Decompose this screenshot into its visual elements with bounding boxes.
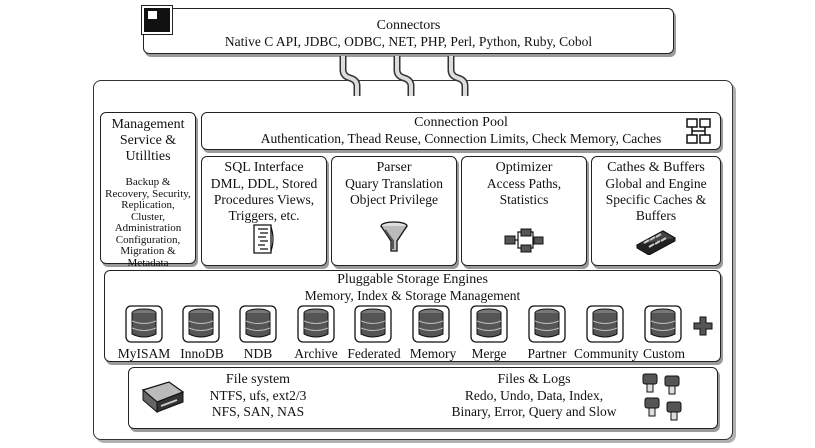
sql-interface-line: Triggers, etc. bbox=[228, 208, 300, 223]
parser-line: Quary Translation bbox=[345, 176, 443, 191]
engine-label-ndb: NDB bbox=[243, 346, 273, 361]
connectors-logo-icon bbox=[141, 5, 173, 35]
file-system-title: File system bbox=[225, 372, 291, 387]
management-item: Replication, bbox=[121, 199, 175, 211]
database-cylinder-icon bbox=[353, 304, 393, 344]
flowchart-icon bbox=[504, 228, 544, 253]
storage-engines-title: Pluggable Storage Engines bbox=[337, 272, 488, 287]
document-list-icon bbox=[253, 224, 274, 254]
caches-line: Buffers bbox=[635, 208, 677, 223]
management-box: Management Service & Utillties Backup & … bbox=[100, 112, 196, 268]
memory-chip-icon bbox=[635, 230, 677, 255]
file-system-text: File system NTFS, ufs, ext2/3 NFS, SAN, … bbox=[193, 372, 323, 420]
caches-title: Cathes & Buffers bbox=[607, 160, 705, 175]
engine-label-myisam: MyISAM bbox=[117, 346, 171, 361]
database-cylinder-icon bbox=[469, 304, 509, 344]
management-item: Migration & bbox=[120, 245, 176, 257]
optimizer-title: Optimizer bbox=[495, 160, 553, 175]
engine-label-federated: Federated bbox=[347, 346, 401, 361]
database-cylinder-icon bbox=[238, 304, 278, 344]
files-logs-line: Redo, Undo, Data, Index, bbox=[464, 388, 604, 403]
files-logs-line: Binary, Error, Query and Slow bbox=[451, 404, 617, 419]
funnel-icon bbox=[380, 221, 408, 252]
log-files-icon bbox=[642, 373, 682, 421]
management-items: Backup & Recovery, Security, Replication… bbox=[101, 176, 195, 269]
caches-buffers-box: Cathes & Buffers Global and Engine Speci… bbox=[591, 156, 721, 266]
management-title-3: Utillties bbox=[125, 149, 171, 164]
caches-line: Specific Caches & bbox=[605, 192, 707, 207]
sql-interface-title: SQL Interface bbox=[224, 160, 304, 175]
optimizer-box: Optimizer Access Paths, Statistics bbox=[461, 156, 587, 266]
engine-label-custom: Custom bbox=[642, 346, 685, 361]
database-cylinder-icon bbox=[411, 304, 451, 344]
database-cylinder-icon bbox=[124, 304, 164, 344]
sql-interface-line: Procedures Views, bbox=[213, 192, 315, 207]
management-item: Recovery, Security, bbox=[105, 187, 191, 200]
connectors-list: Native C API, JDBC, ODBC, NET, PHP, Perl… bbox=[224, 34, 593, 49]
management-title-1: Management bbox=[111, 117, 185, 132]
management-item: Cluster, bbox=[130, 210, 166, 223]
network-computers-icon bbox=[686, 118, 711, 144]
file-system-box: File system NTFS, ufs, ext2/3 NFS, SAN, … bbox=[128, 367, 718, 429]
database-cylinder-icon bbox=[643, 304, 683, 344]
file-system-line: NTFS, ufs, ext2/3 bbox=[209, 388, 307, 403]
management-item: Administration bbox=[114, 222, 182, 234]
management-item: Configuration, bbox=[115, 233, 181, 246]
plus-icon bbox=[693, 316, 713, 336]
database-cylinder-icon bbox=[585, 304, 625, 344]
engine-label-community: Community bbox=[574, 346, 639, 361]
management-title-2: Service & bbox=[119, 133, 177, 148]
engine-label-innodb: InnoDB bbox=[180, 346, 224, 361]
pipe-icon bbox=[393, 56, 415, 96]
pipe-icon bbox=[339, 56, 361, 96]
connection-pool-subtitle: Authentication, Thead Reuse, Connection … bbox=[260, 131, 662, 146]
parser-line: Object Privilege bbox=[349, 192, 439, 207]
engine-label-archive: Archive bbox=[294, 346, 338, 361]
hard-drive-icon bbox=[141, 381, 185, 414]
sql-interface-box: SQL Interface DML, DDL, Stored Procedure… bbox=[201, 156, 327, 266]
engine-label-memory: Memory bbox=[409, 346, 457, 361]
connectors-box: Connectors Native C API, JDBC, ODBC, NET… bbox=[143, 8, 674, 54]
engine-label-merge: Merge bbox=[471, 346, 507, 361]
database-cylinder-icon bbox=[181, 304, 221, 344]
files-logs-text: Files & Logs Redo, Undo, Data, Index, Bi… bbox=[429, 372, 639, 420]
file-system-line: NFS, SAN, NAS bbox=[211, 404, 305, 419]
management-item: Metadata bbox=[127, 256, 169, 269]
management-item: Backup & bbox=[125, 176, 171, 188]
parser-title: Parser bbox=[376, 160, 412, 175]
connection-pool-box: Connection Pool Authentication, Thead Re… bbox=[201, 112, 721, 150]
storage-engines-subtitle: Memory, Index & Storage Management bbox=[304, 288, 521, 303]
optimizer-line: Statistics bbox=[499, 192, 549, 207]
optimizer-line: Access Paths, bbox=[486, 176, 562, 191]
database-cylinder-icon bbox=[527, 304, 567, 344]
pipe-icon bbox=[447, 56, 469, 96]
parser-box: Parser Quary Translation Object Privileg… bbox=[331, 156, 457, 266]
engine-label-partner: Partner bbox=[527, 346, 567, 361]
connectors-title: Connectors bbox=[376, 18, 441, 33]
caches-line: Global and Engine bbox=[605, 176, 707, 191]
sql-interface-line: DML, DDL, Stored bbox=[210, 176, 318, 191]
files-logs-title: Files & Logs bbox=[497, 372, 571, 387]
database-cylinder-icon bbox=[296, 304, 336, 344]
connection-pool-title: Connection Pool bbox=[414, 115, 508, 130]
